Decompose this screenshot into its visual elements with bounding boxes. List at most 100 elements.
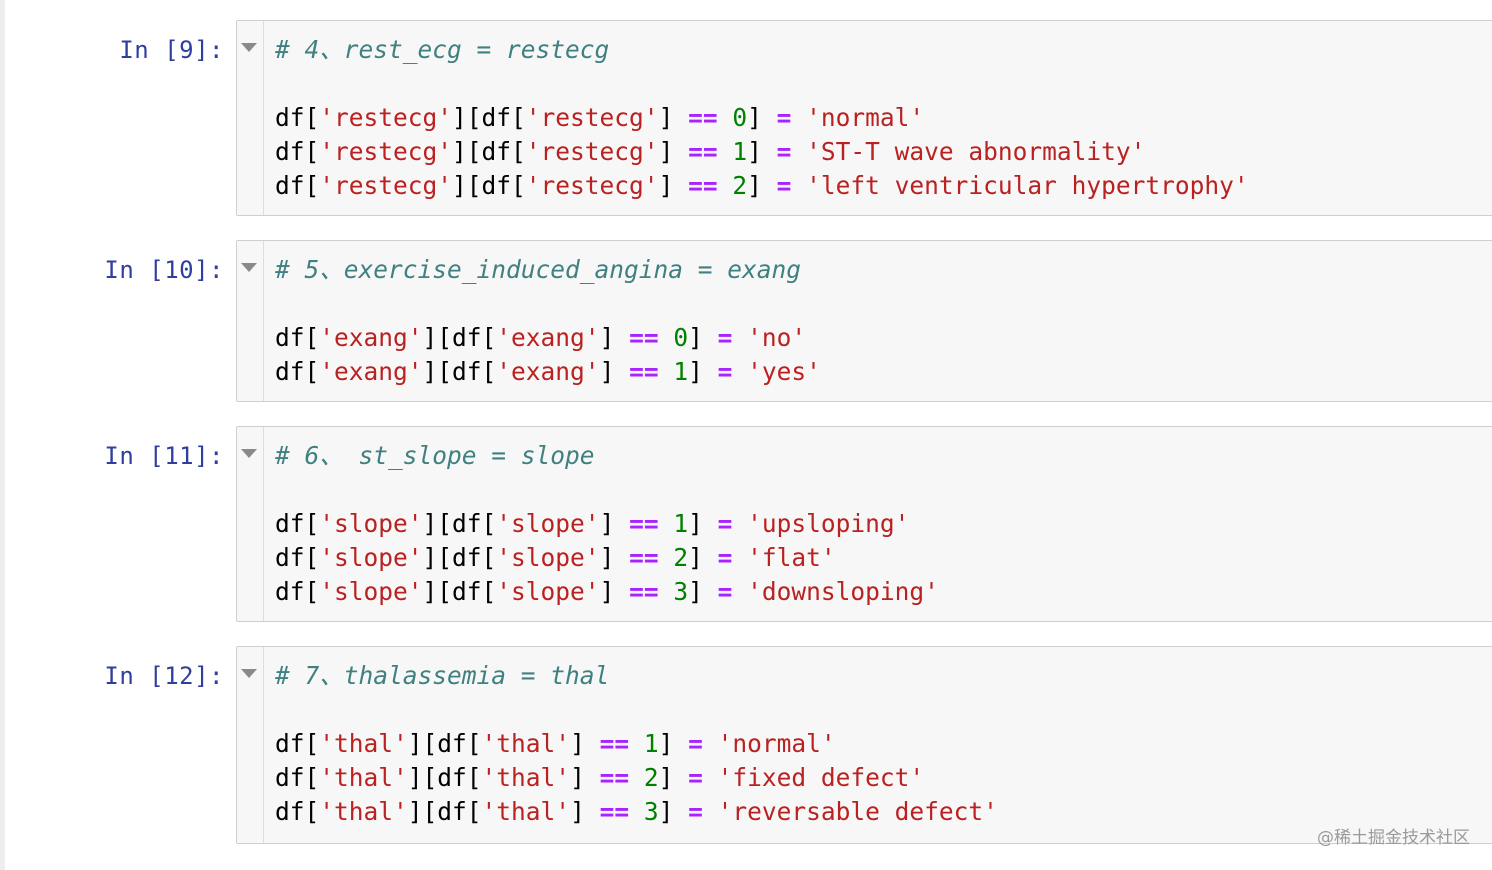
code-punct: ][df[	[452, 137, 526, 166]
code-identifier: df[	[275, 729, 320, 758]
code-cell[interactable]: In [10]: # 5、exercise_induced_angina = e…	[0, 240, 1492, 402]
code-string: 'thal'	[319, 763, 408, 792]
code-number: 0	[673, 323, 689, 352]
code-editor[interactable]: # 7、thalassemia = thal df['thal'][df['th…	[275, 659, 998, 829]
code-line: df['thal'][df['thal'] == 2] = 'fixed def…	[275, 761, 998, 795]
code-punct: ]	[599, 323, 630, 352]
code-string: 'restecg'	[319, 103, 453, 132]
code-comment: # 5、exercise_induced_angina = exang	[275, 255, 802, 284]
code-punct: ][df[	[452, 171, 526, 200]
code-number: 2	[643, 763, 659, 792]
code-punct	[629, 763, 644, 792]
input-prompt: In [10]:	[104, 256, 224, 284]
code-cell[interactable]: In [9]: # 4、rest_ecg = restecg df['reste…	[0, 20, 1492, 216]
code-string: 'restecg'	[525, 137, 659, 166]
code-editor[interactable]: # 5、exercise_induced_angina = exang df[ '…	[275, 253, 821, 389]
code-line	[275, 473, 939, 507]
code-punct	[732, 357, 747, 386]
code-identifier: df[	[275, 357, 320, 386]
code-punct	[659, 323, 674, 352]
code-line: # 5、exercise_induced_angina = exang	[275, 253, 821, 287]
code-operator: =	[688, 797, 703, 826]
code-line: # 4、rest_ecg = restecg	[275, 33, 1249, 67]
code-editor[interactable]: # 6、 st_slope = slope df['slope'][df['sl…	[275, 439, 939, 609]
code-string: 'restecg'	[319, 171, 453, 200]
code-punct: ][df[	[422, 543, 497, 572]
code-line: df['thal'][df['thal'] == 1] = 'normal'	[275, 727, 998, 761]
code-number: 0	[732, 103, 748, 132]
collapse-triangle-icon[interactable]	[241, 263, 257, 272]
code-string: 'reversable defect'	[717, 797, 998, 826]
code-number: 2	[673, 543, 689, 572]
code-punct: ][df[	[407, 729, 482, 758]
code-punct: ]	[747, 171, 777, 200]
code-operator: ==	[688, 137, 718, 166]
code-string: 'slope'	[496, 509, 600, 538]
code-comment: # 6、 st_slope = slope	[275, 441, 595, 470]
code-punct: ][df[	[422, 509, 497, 538]
code-number: 2	[732, 171, 748, 200]
code-punct	[629, 729, 644, 758]
code-string: 'exang'	[319, 323, 423, 352]
code-cell[interactable]: In [11]: # 6、 st_slope = slope df[ 'slope…	[0, 426, 1492, 622]
code-string: 'upsloping'	[747, 509, 910, 538]
code-punct	[718, 103, 733, 132]
collapse-triangle-icon[interactable]	[241, 449, 257, 458]
code-line	[275, 693, 998, 727]
code-string: 'thal'	[319, 729, 408, 758]
code-punct	[791, 171, 806, 200]
collapse-triangle-icon[interactable]	[241, 43, 257, 52]
cell-input-area[interactable]: # 6、 st_slope = slope df['slope'][df['sl…	[236, 426, 1492, 622]
code-string: 'slope'	[496, 543, 600, 572]
code-punct: ]	[570, 797, 600, 826]
code-string: 'exang'	[496, 357, 600, 386]
code-string: 'left ventricular hypertrophy'	[806, 171, 1249, 200]
cell-gutter[interactable]	[237, 647, 264, 843]
cell-gutter[interactable]	[237, 21, 264, 215]
code-punct	[703, 763, 718, 792]
code-punct: ]	[570, 729, 600, 758]
code-line: df['slope'][df['slope'] == 2] = 'flat'	[275, 541, 939, 575]
code-operator: ==	[599, 729, 630, 758]
code-punct	[718, 137, 733, 166]
code-string: 'ST-T wave abnormality'	[806, 137, 1146, 166]
code-punct: ][df[	[422, 577, 497, 606]
code-string: 'normal'	[717, 729, 836, 758]
code-string: 'no'	[747, 323, 807, 352]
code-line: df['restecg'][df['restecg'] == 1] = 'ST-…	[275, 135, 1249, 169]
code-operator: ==	[629, 357, 659, 386]
code-punct: ]	[747, 103, 777, 132]
collapse-triangle-icon[interactable]	[241, 669, 257, 678]
cell-input-area[interactable]: # 7、thalassemia = thal df['thal'][df['th…	[236, 646, 1492, 844]
code-line: df['exang'][df['exang'] == 1] = 'yes'	[275, 355, 821, 389]
code-cell[interactable]: In [12]: # 7、thalassemia = thal df['thal…	[0, 646, 1492, 844]
code-line	[275, 287, 821, 321]
code-number: 1	[643, 729, 659, 758]
code-operator: =	[776, 171, 792, 200]
code-editor[interactable]: # 4、rest_ecg = restecg df['restecg'][df[…	[275, 33, 1249, 203]
code-punct: ]	[658, 763, 689, 792]
code-comment: # 7、thalassemia = thal	[275, 661, 610, 690]
input-prompt: In [11]:	[104, 442, 224, 470]
code-identifier: df[	[275, 543, 320, 572]
input-prompt: In [12]:	[104, 662, 224, 690]
code-number: 1	[673, 509, 689, 538]
cell-gutter[interactable]	[237, 241, 264, 401]
cell-input-area[interactable]: # 5、exercise_induced_angina = exang df[ '…	[236, 240, 1492, 402]
code-identifier: df[	[275, 171, 320, 200]
code-operator: =	[717, 543, 733, 572]
code-punct	[791, 137, 806, 166]
code-string: 'restecg'	[525, 171, 659, 200]
code-number: 3	[643, 797, 659, 826]
code-string: 'normal'	[806, 103, 925, 132]
code-line: df['restecg'][df['restecg'] == 2] = 'lef…	[275, 169, 1249, 203]
cell-input-area[interactable]: # 4、rest_ecg = restecg df['restecg'][df[…	[236, 20, 1492, 216]
cell-gutter[interactable]	[237, 427, 264, 621]
code-punct	[629, 797, 644, 826]
code-operator: =	[717, 509, 733, 538]
code-punct: ]	[599, 357, 630, 386]
code-string: 'thal'	[481, 729, 571, 758]
code-string: 'slope'	[496, 577, 600, 606]
code-line: df['restecg'][df['restecg'] == 0] = 'nor…	[275, 101, 1249, 135]
code-punct: ]	[658, 171, 689, 200]
